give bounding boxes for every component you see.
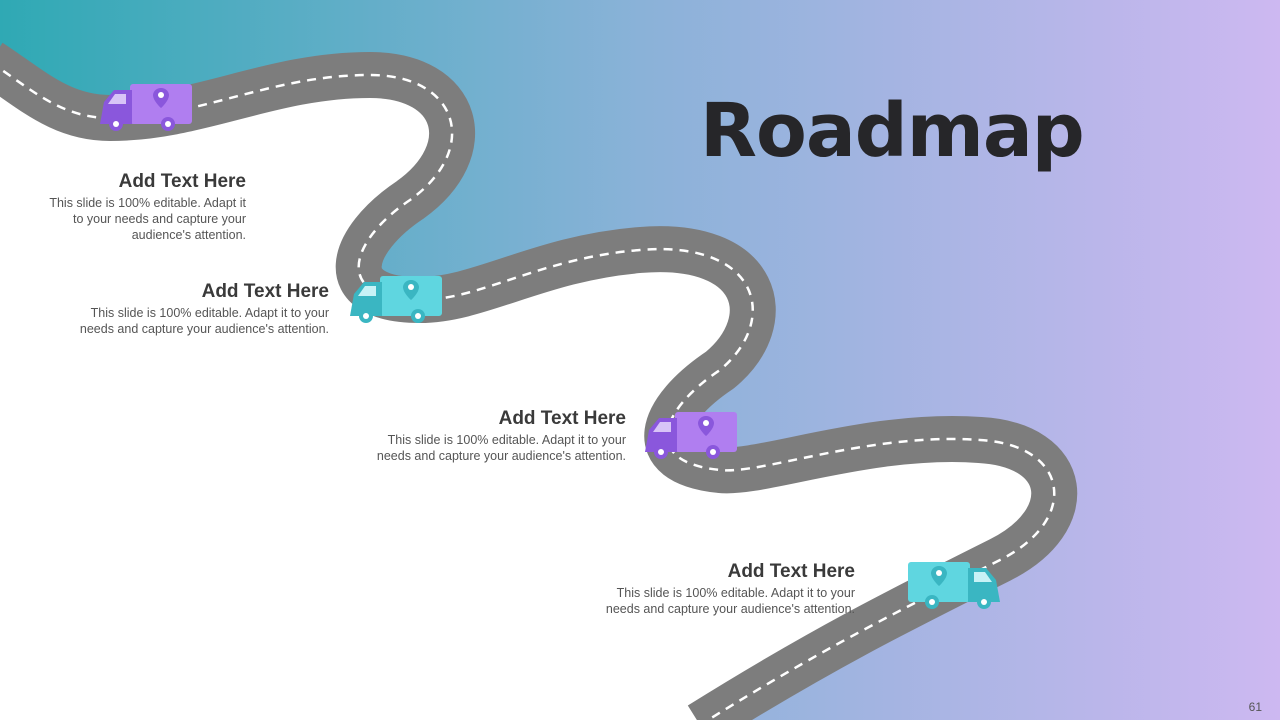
delivery-truck-icon [100, 84, 192, 131]
milestone-3: Add Text Here This slide is 100% editabl… [357, 408, 626, 464]
milestone-body: This slide is 100% editable. Adapt it to… [49, 196, 246, 242]
delivery-truck-icon [350, 276, 442, 323]
milestone-body: This slide is 100% editable. Adapt it to… [376, 433, 626, 463]
milestone-heading: Add Text Here [498, 408, 626, 429]
milestone-body: This slide is 100% editable. Adapt it to… [605, 586, 855, 616]
milestone-heading: Add Text Here [727, 561, 855, 582]
page-number: 61 [1248, 700, 1262, 714]
milestone-body: This slide is 100% editable. Adapt it to… [79, 306, 329, 336]
slide-title: Roadmap [700, 88, 1085, 174]
map-pin-icon [931, 566, 947, 586]
road-center-line [0, 67, 1056, 720]
milestone-2: Add Text Here This slide is 100% editabl… [60, 281, 329, 337]
milestone-1: Add Text Here This slide is 100% editabl… [40, 171, 246, 243]
milestone-heading: Add Text Here [118, 171, 246, 192]
delivery-truck-icon [645, 412, 737, 459]
delivery-truck-icon [908, 562, 1000, 609]
milestone-heading: Add Text Here [201, 281, 329, 302]
milestone-4: Add Text Here This slide is 100% editabl… [585, 561, 855, 617]
map-pin-icon [153, 88, 169, 108]
map-pin-icon [698, 416, 714, 436]
map-pin-icon [403, 280, 419, 300]
